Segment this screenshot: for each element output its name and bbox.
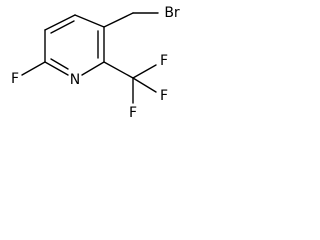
chemical-structure-diagram: Br F N F F F	[11, 5, 180, 121]
bond-n-c2	[81, 61, 105, 76]
bond-c2-cf3	[103, 61, 134, 79]
atom-label-bromine: Br	[164, 5, 180, 21]
atom-labels: Br F N F F F	[11, 5, 180, 121]
bond-c6-n-inner	[50, 58, 69, 70]
atom-label-nitrogen: N	[70, 72, 80, 88]
bond-c6-f	[21, 61, 46, 76]
bond-c4-c5-inner	[50, 20, 75, 34]
bond-cf3-f-top	[132, 64, 157, 79]
atom-label-cf3-fluorine-right: F	[160, 88, 168, 104]
bond-c3-ch2	[103, 12, 134, 28]
bond-c3-c4	[74, 14, 105, 28]
bonds	[21, 12, 159, 104]
bond-c6-n	[44, 61, 69, 76]
bond-c4-c5	[44, 14, 76, 31]
atom-label-cf3-fluorine-top: F	[160, 53, 168, 69]
bond-cf3-f-right	[132, 77, 157, 93]
atom-label-ring-fluorine: F	[11, 71, 19, 87]
atom-label-cf3-fluorine-bottom: F	[129, 105, 137, 121]
